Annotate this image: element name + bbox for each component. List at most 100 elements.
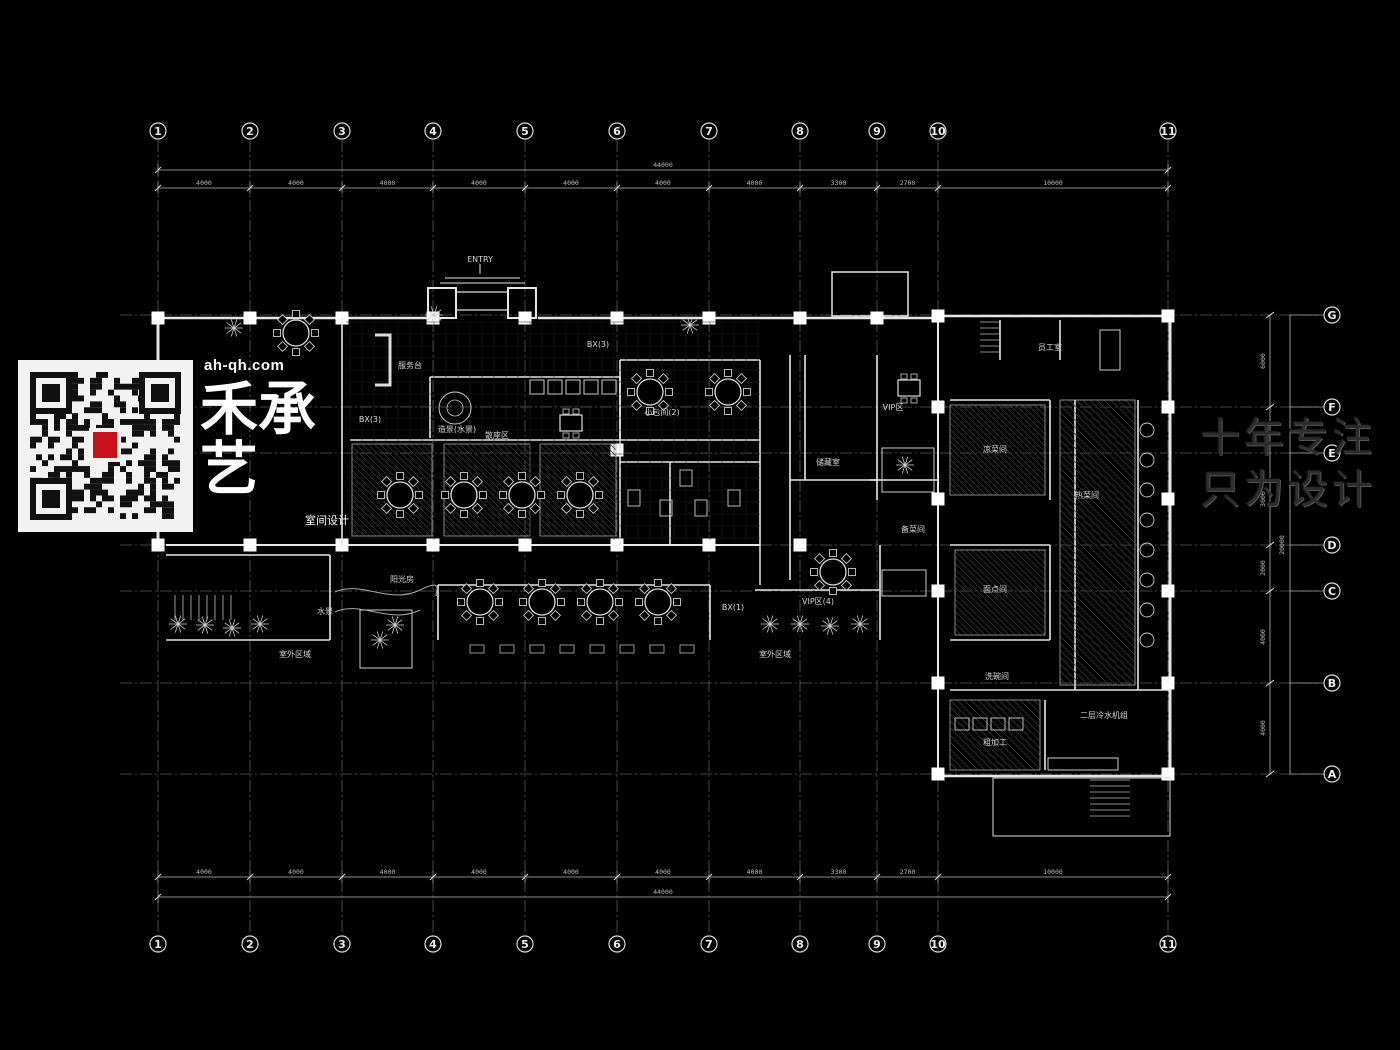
dim-bay-label: 4000 bbox=[196, 868, 212, 876]
plant-leaf bbox=[394, 616, 399, 626]
qr-module bbox=[150, 495, 156, 502]
room-label-room-tag2: BX(3) bbox=[359, 415, 381, 424]
stove-burner bbox=[1139, 452, 1155, 468]
chair bbox=[657, 372, 670, 385]
chair bbox=[596, 579, 604, 587]
qr-module bbox=[54, 471, 60, 478]
plant-leaf bbox=[170, 618, 179, 625]
hatch-line bbox=[1059, 425, 1136, 502]
hatch-line bbox=[585, 443, 617, 475]
chair bbox=[529, 502, 542, 515]
hatch-line bbox=[949, 762, 958, 771]
plant-leaf bbox=[379, 639, 388, 646]
qr-module bbox=[132, 383, 138, 390]
qr-module bbox=[72, 395, 78, 402]
plant-leaf bbox=[226, 322, 235, 329]
qr-module bbox=[54, 466, 60, 472]
qr-module bbox=[96, 401, 102, 408]
dim-bay-label: 4000 bbox=[747, 179, 763, 187]
qr-module bbox=[72, 424, 78, 431]
sink-unit bbox=[990, 717, 1006, 731]
hatch-line bbox=[1089, 399, 1136, 446]
hatch-line bbox=[949, 452, 993, 496]
qr-module bbox=[72, 489, 78, 496]
structural-column bbox=[870, 311, 884, 325]
chair bbox=[479, 491, 487, 499]
qr-module bbox=[150, 454, 156, 461]
structural-column bbox=[702, 311, 716, 325]
chair bbox=[657, 399, 670, 412]
qr-module bbox=[54, 436, 60, 443]
plant-leaf bbox=[901, 456, 906, 466]
hatch-line bbox=[355, 443, 433, 521]
hatch-line bbox=[1059, 670, 1075, 686]
qr-module bbox=[138, 430, 144, 437]
plant-leaf bbox=[259, 618, 268, 625]
grid-bubble bbox=[929, 935, 947, 953]
qr-module bbox=[168, 513, 174, 519]
grid-bubble bbox=[333, 935, 351, 953]
hatch-cold-dish bbox=[949, 404, 1046, 496]
hatch-line bbox=[954, 598, 992, 636]
chair bbox=[900, 397, 908, 404]
qr-module bbox=[132, 419, 138, 425]
rear-porch bbox=[831, 271, 909, 317]
grid-bubble-label: 8 bbox=[796, 938, 804, 951]
qr-module bbox=[72, 383, 78, 390]
plant-leaf bbox=[228, 627, 233, 637]
grid-bubble bbox=[791, 935, 809, 953]
chair bbox=[538, 579, 546, 587]
chair bbox=[630, 399, 643, 412]
grid-bubble bbox=[700, 122, 718, 140]
structural-column bbox=[931, 584, 945, 598]
hatch-line bbox=[954, 586, 1004, 636]
qr-module bbox=[30, 436, 36, 443]
hatch-line bbox=[970, 699, 1041, 770]
plant-leaf bbox=[769, 623, 774, 633]
room-label-outdoor-left: 室外区域 bbox=[279, 649, 311, 659]
grid-bubble-label: 8 bbox=[796, 125, 804, 138]
qr-module bbox=[102, 424, 108, 431]
hatch-line bbox=[949, 727, 993, 771]
chair bbox=[665, 609, 678, 622]
qr-module bbox=[168, 501, 174, 508]
plant-leaf bbox=[686, 316, 691, 326]
chair bbox=[444, 502, 457, 515]
plant-leaf bbox=[433, 314, 438, 324]
qr-module bbox=[78, 424, 84, 431]
qr-module bbox=[126, 489, 132, 496]
qr-module bbox=[90, 489, 96, 496]
room-label-staff-room: 员工室 bbox=[1038, 342, 1062, 352]
plant-leaf bbox=[426, 314, 435, 321]
room-label-second-floor-tank: 二层冷水机组 bbox=[1080, 710, 1128, 720]
chair bbox=[580, 582, 593, 595]
structural-column bbox=[518, 311, 532, 325]
qr-module bbox=[108, 460, 114, 467]
chair bbox=[813, 579, 826, 592]
plant bbox=[425, 306, 443, 324]
plant-leaf bbox=[387, 619, 396, 626]
hatch-line bbox=[513, 443, 531, 461]
chair bbox=[441, 491, 449, 499]
dim-bay-label: 4000 bbox=[747, 868, 763, 876]
hatch-hot-kitchen bbox=[1059, 399, 1136, 686]
sofa-seat bbox=[499, 644, 515, 654]
hatch-line bbox=[983, 549, 1046, 612]
stove-burner bbox=[1139, 602, 1155, 618]
grid-bubble bbox=[149, 122, 167, 140]
chair bbox=[607, 582, 620, 595]
plant-leaf bbox=[177, 615, 182, 625]
chair bbox=[407, 475, 420, 488]
room-label-dish-wash: 洗碗间 bbox=[985, 671, 1009, 681]
qr-module bbox=[150, 466, 156, 472]
qr-module bbox=[126, 419, 132, 425]
round-table bbox=[450, 481, 478, 509]
hatch-line bbox=[1059, 432, 1136, 509]
plant-leaf bbox=[904, 459, 913, 466]
structural-column bbox=[1161, 492, 1175, 506]
qr-module bbox=[90, 507, 96, 514]
plant-leaf bbox=[177, 623, 182, 633]
hatch-line bbox=[539, 493, 583, 537]
room-label-service-station: 服务台 bbox=[398, 360, 422, 370]
qr-module bbox=[144, 477, 150, 484]
